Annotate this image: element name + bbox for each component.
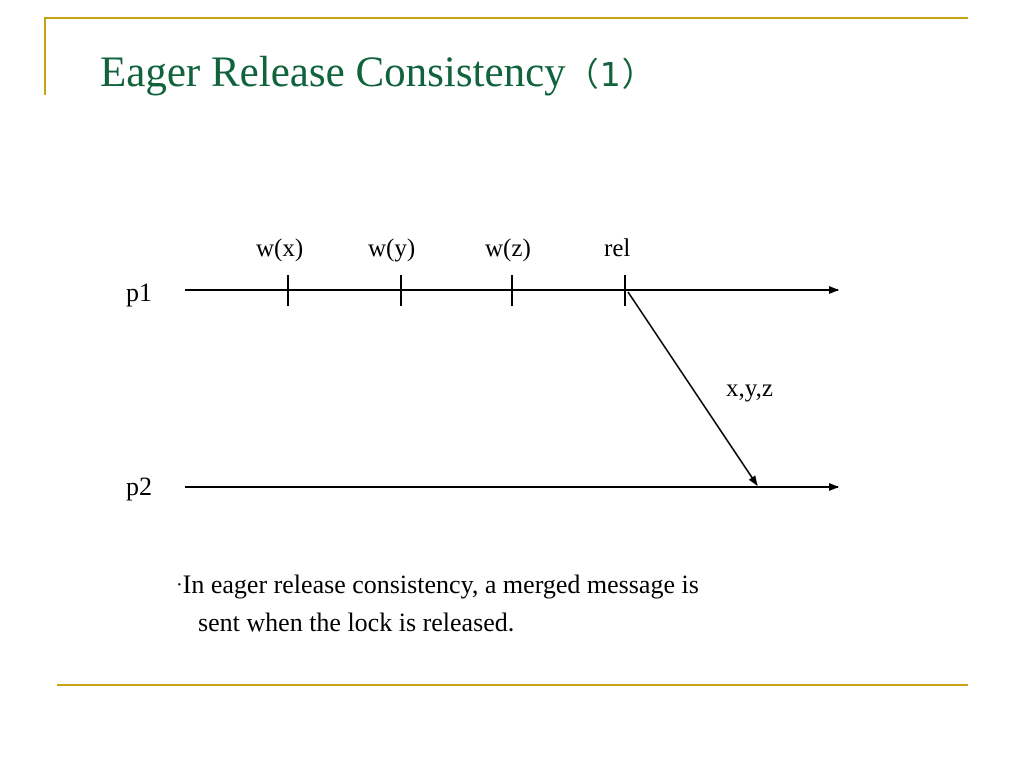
operation-label-wx: w(x)	[256, 235, 304, 262]
left-accent-rule	[44, 17, 46, 95]
body-bullet: ·In eager release consistency, a merged …	[176, 566, 916, 641]
message-arrow	[627, 291, 758, 486]
page-title-number: （1）	[565, 55, 656, 94]
page-title-text: Eager Release Consistency	[100, 49, 566, 96]
message-label-xyz: x,y,z	[726, 375, 773, 402]
top-accent-rule	[44, 17, 968, 19]
operation-label-rel: rel	[604, 235, 631, 262]
process-label-p1: p1	[126, 278, 152, 307]
bottom-accent-rule	[57, 684, 968, 686]
operation-label-wy: w(y)	[368, 235, 416, 262]
bullet-marker: ·	[176, 574, 183, 596]
bullet-line-1: In eager release consistency, a merged m…	[182, 570, 699, 599]
page-title: Eager Release Consistency（1）	[100, 48, 656, 100]
operation-label-wz: w(z)	[485, 235, 531, 262]
bullet-line-2: sent when the lock is released.	[198, 608, 515, 637]
process-label-p2: p2	[126, 472, 152, 501]
